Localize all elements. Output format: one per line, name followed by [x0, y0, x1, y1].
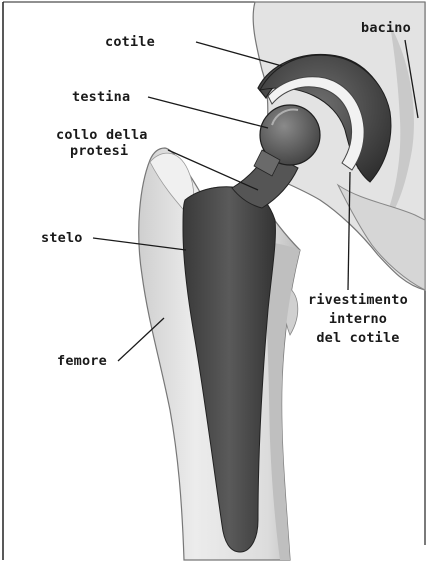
label-rivestimento: rivestimento	[288, 292, 428, 308]
label-stelo: stelo	[41, 230, 83, 246]
label-cotile: cotile	[105, 34, 155, 50]
label-testina: testina	[72, 89, 130, 105]
label-protesi: protesi	[70, 143, 128, 159]
label-interno: interno	[288, 311, 428, 327]
label-collo-della: collo della	[56, 127, 148, 143]
label-femore: femore	[57, 353, 107, 369]
leader-testina	[148, 97, 268, 128]
label-bacino: bacino	[361, 20, 411, 36]
label-del-cotile: del cotile	[288, 330, 428, 346]
